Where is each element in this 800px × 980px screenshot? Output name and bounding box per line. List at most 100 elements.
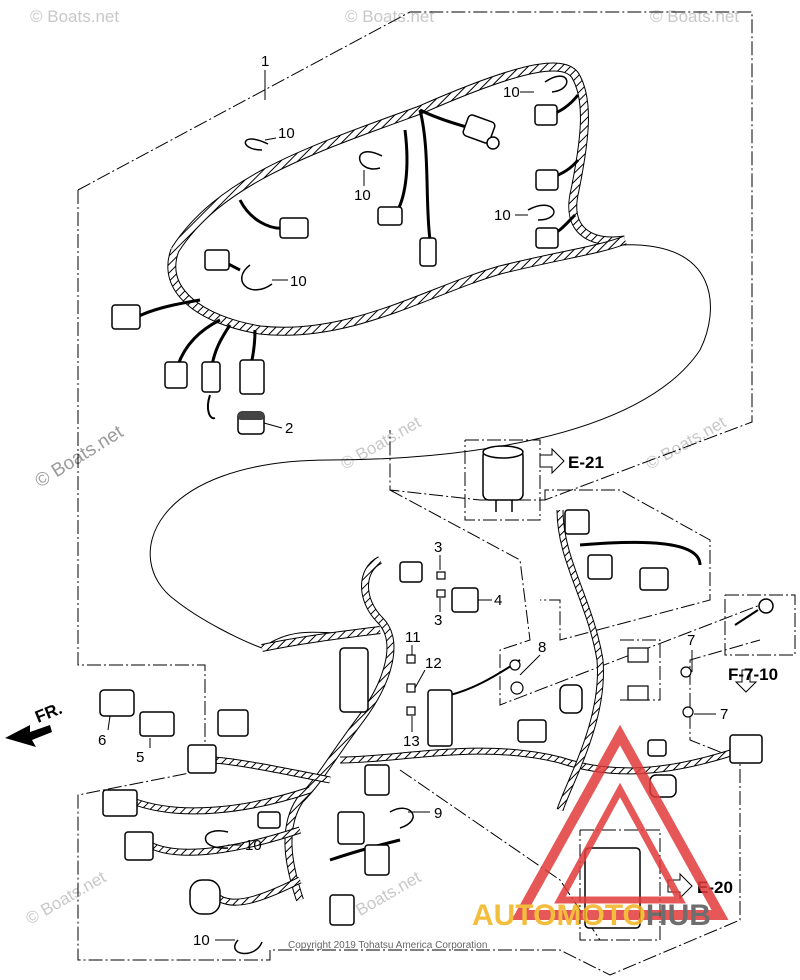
leader [264, 137, 277, 141]
sensor-boundary [464, 439, 541, 521]
leader-lines [107, 70, 716, 941]
main-connector [339, 647, 369, 713]
callout-10: 10 [245, 837, 262, 854]
part-11 [406, 654, 416, 664]
front-arrow [5, 725, 52, 747]
logo-triangle-inner [554, 782, 686, 904]
direction-label: FR. [32, 699, 65, 727]
band-clamp-part-9 [389, 807, 414, 829]
connector [189, 879, 221, 915]
connector [639, 567, 669, 591]
part-13 [406, 706, 416, 716]
callout-10: 10 [494, 207, 511, 224]
band-clamp [244, 138, 269, 151]
upper-boundary [77, 11, 753, 501]
band-clamps-upper [241, 75, 568, 291]
harness-branch [134, 298, 201, 320]
watermark-tile: © Boats.net [338, 412, 425, 473]
branch [557, 509, 603, 811]
branch [129, 787, 311, 814]
connector [647, 739, 667, 757]
part-3-fuse [436, 589, 446, 598]
band-clamp [544, 75, 568, 93]
copyright-notice: Copyright 2019 Tohatsu America Corporati… [288, 940, 487, 951]
connector [535, 227, 559, 249]
watermark-tile: © Boats.net [30, 7, 119, 26]
logo-moto: MOTO [556, 899, 645, 932]
connector [587, 554, 613, 580]
callout-7: 7 [687, 632, 695, 649]
connector [517, 719, 547, 743]
callout-8: 8 [538, 639, 546, 656]
watermark-tile: © Boats.net [643, 412, 730, 473]
callout-3: 3 [434, 612, 442, 629]
upper-connectors [111, 104, 559, 395]
band-clamp [234, 939, 263, 955]
connector [257, 811, 281, 829]
connector [535, 169, 559, 191]
harness-branch [250, 329, 257, 361]
callout-10: 10 [193, 932, 210, 949]
branch [148, 827, 301, 855]
part-8-collar [510, 681, 524, 695]
band-clamp [204, 830, 229, 849]
part-7-bolt [680, 666, 692, 678]
callout-10: 10 [278, 125, 295, 142]
part-3-fuse [436, 571, 446, 580]
connector [102, 789, 138, 817]
callout-3: 3 [434, 539, 442, 556]
harness-branch [393, 129, 409, 216]
band-clamps-lower [204, 807, 414, 955]
callout-7: 7 [720, 706, 728, 723]
part-12 [406, 683, 416, 693]
connector [534, 104, 558, 126]
connector [377, 206, 403, 226]
leader [263, 422, 283, 429]
sensor-top [482, 445, 524, 459]
callout-11: 11 [405, 629, 421, 646]
harness-branch [419, 108, 471, 130]
branch [209, 757, 331, 783]
callout-6: 6 [98, 732, 106, 749]
main-harness [134, 62, 627, 420]
small-parts [406, 571, 694, 718]
part-5 [139, 711, 175, 737]
ring-terminal-boundary [724, 594, 796, 656]
arrow-e21 [539, 447, 565, 475]
harness-branch [176, 318, 221, 366]
subgroup-boundary [540, 489, 711, 641]
connector [204, 249, 230, 271]
reference-f710: F-7-10 [728, 665, 778, 684]
fuse-holder [427, 689, 453, 747]
watermark-tile: © Boats.net [23, 867, 110, 928]
callout-4: 4 [494, 592, 502, 609]
connector [729, 734, 763, 764]
front-direction-indicator: FR. [5, 699, 65, 747]
callout-5: 5 [136, 749, 144, 766]
branch [579, 540, 702, 566]
lower-link [261, 627, 381, 651]
grommet [237, 411, 265, 435]
harness-trunk [172, 63, 626, 252]
washer [509, 659, 521, 671]
harness-branch [206, 394, 216, 420]
terminal-lead [734, 609, 759, 626]
logo-triangle [511, 724, 729, 920]
ecu-boundary [579, 829, 661, 941]
band-clamp [527, 204, 555, 221]
band-clamp [241, 264, 273, 291]
ring-terminal [734, 598, 774, 626]
callout-1: 1 [261, 53, 269, 70]
part-7-bolt [682, 706, 694, 718]
callout-9: 9 [434, 805, 442, 822]
grommet-top [238, 412, 264, 420]
terminal-ring [758, 598, 774, 614]
connector [399, 561, 423, 583]
callout-13: 13 [403, 733, 420, 750]
connector [239, 359, 265, 395]
inner-boundary [389, 489, 761, 706]
branch [339, 747, 741, 774]
logo-auto: AUTO [472, 899, 556, 932]
callout-10: 10 [354, 187, 371, 204]
